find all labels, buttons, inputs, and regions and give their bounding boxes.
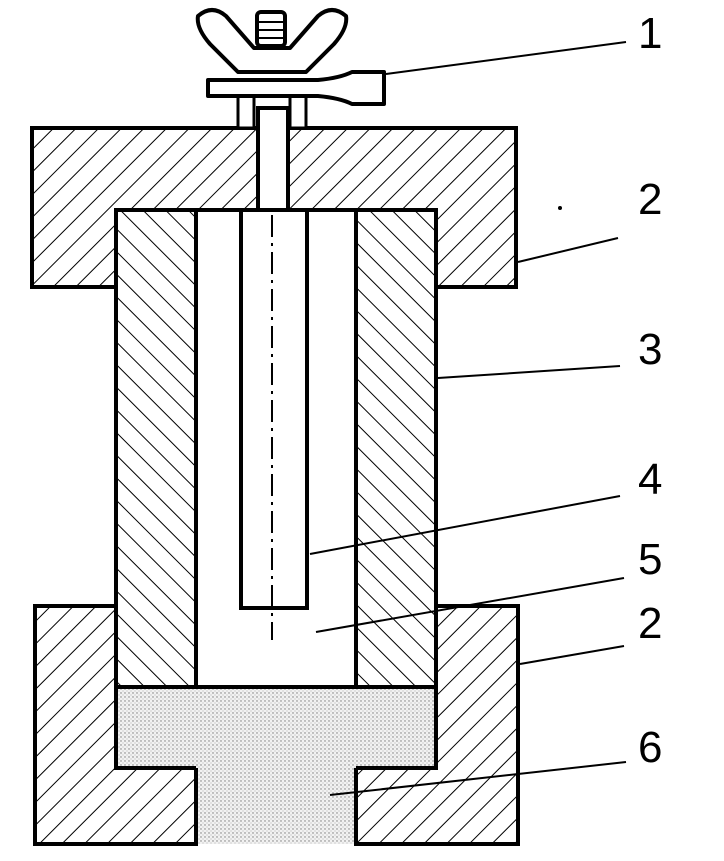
- label-1: 1: [638, 9, 662, 58]
- rod: [239, 208, 309, 610]
- leader-4: [309, 495, 621, 555]
- label-3: 3: [638, 325, 662, 374]
- label-2-bottom: 2: [638, 599, 662, 648]
- label-5: 5: [638, 535, 662, 584]
- leader-2a: [517, 237, 619, 263]
- stray-dot: [558, 206, 562, 210]
- wing-nut: [195, 8, 349, 74]
- clamp-lever: [206, 70, 386, 106]
- leader-5: [315, 577, 625, 633]
- outlet-channel: [196, 766, 356, 844]
- label-4: 4: [638, 455, 662, 504]
- cylinder-wall-right: [354, 208, 438, 689]
- label-6: 6: [638, 723, 662, 772]
- washer-left: [236, 94, 256, 130]
- cylinder-wall-left: [114, 208, 198, 689]
- leader-1: [385, 41, 627, 75]
- label-2-top: 2: [638, 175, 662, 224]
- porous-layer: [114, 685, 438, 770]
- bolt-shaft: [256, 106, 290, 212]
- leader-3: [437, 365, 621, 379]
- leader-2b: [519, 645, 625, 665]
- leader-6: [329, 761, 627, 796]
- washer-right: [288, 94, 308, 130]
